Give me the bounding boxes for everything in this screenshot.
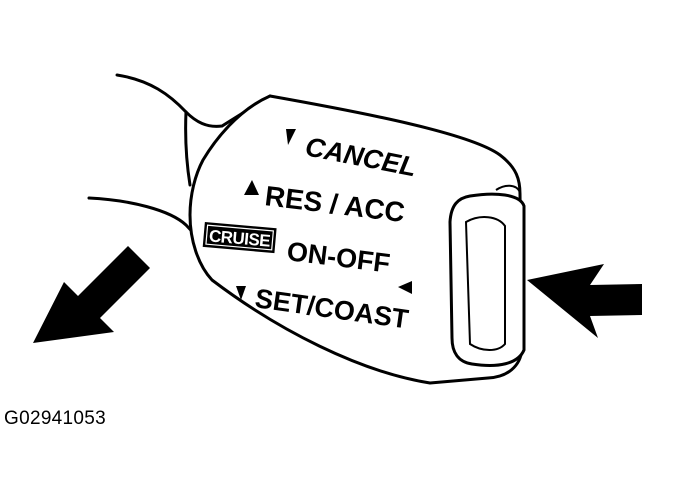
set-coast-down-triangle-icon	[236, 286, 246, 300]
figure-code: G02941053	[4, 408, 107, 429]
res-acc-up-triangle-icon	[244, 180, 259, 195]
on-off-left-triangle-icon	[398, 281, 412, 294]
arrow-in-icon	[527, 264, 642, 338]
cancel-pointer-icon	[286, 129, 296, 145]
arrow-out-icon	[33, 246, 150, 343]
stalk-head	[188, 94, 524, 385]
cruise-button-cap	[448, 184, 526, 367]
cruise-badge: CRUISE	[202, 221, 277, 254]
